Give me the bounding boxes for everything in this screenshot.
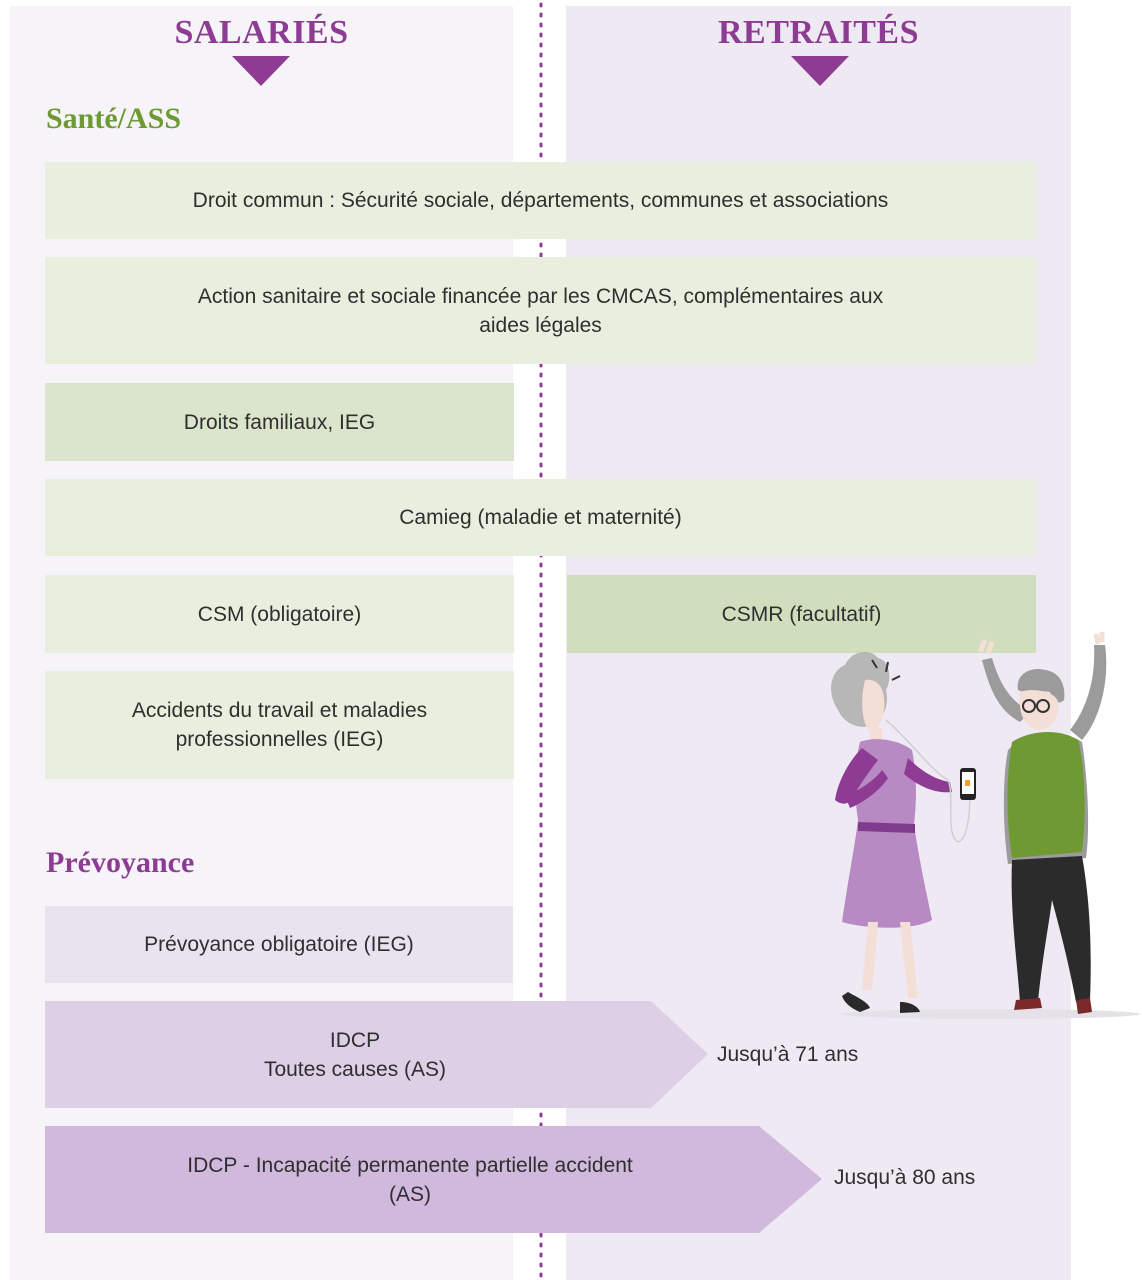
age-label-80: Jusqu’à 80 ans: [834, 1166, 976, 1189]
box-csm: CSM (obligatoire): [45, 575, 514, 653]
man-figure: [977, 632, 1107, 1014]
age-label-71: Jusqu’à 71 ans: [717, 1043, 859, 1066]
woman-figure: [831, 651, 971, 1013]
box-action-sanitaire: Action sanitaire et sociale financée par…: [45, 257, 1036, 364]
smartphone-icon: [960, 768, 976, 800]
arrow-label-line1: IDCP - Incapacité permanente partielle a…: [187, 1154, 633, 1177]
column-header-salaries: SALARIÉS: [174, 14, 349, 51]
down-arrow-icon: [232, 56, 290, 86]
arrow-shape-idcp-incapacite: [45, 1126, 822, 1233]
arrow-label-line2: (AS): [389, 1183, 431, 1206]
arrow-shape-idcp-toutes-causes: [45, 1001, 708, 1108]
arrow-label-line1: IDCP: [329, 1029, 381, 1052]
section-title-sante: Santé/ASS: [46, 102, 182, 135]
down-arrow-icon: [791, 56, 849, 86]
box-droits-familiaux: Droits familiaux, IEG: [45, 383, 514, 461]
box-accidents-travail: Accidents du travail et maladies profess…: [45, 671, 514, 779]
arrow-label-idcp-incapacite: IDCP - Incapacité permanente partielle a…: [90, 1151, 730, 1209]
arrow-label-idcp-toutes-causes: IDCP Toutes causes (AS): [45, 1026, 665, 1084]
box-csmr: CSMR (facultatif): [567, 575, 1036, 653]
box-prevoyance-obligatoire: Prévoyance obligatoire (IEG): [45, 906, 513, 983]
column-header-retraites: RETRAITÉS: [717, 14, 919, 51]
box-droit-commun: Droit commun : Sécurité sociale, départe…: [45, 162, 1036, 239]
box-camieg: Camieg (maladie et maternité): [45, 479, 1036, 556]
section-title-prevoyance: Prévoyance: [46, 846, 195, 879]
arrow-label-line2: Toutes causes (AS): [263, 1058, 447, 1081]
retired-couple-dancing-illustration: [831, 632, 1140, 1019]
